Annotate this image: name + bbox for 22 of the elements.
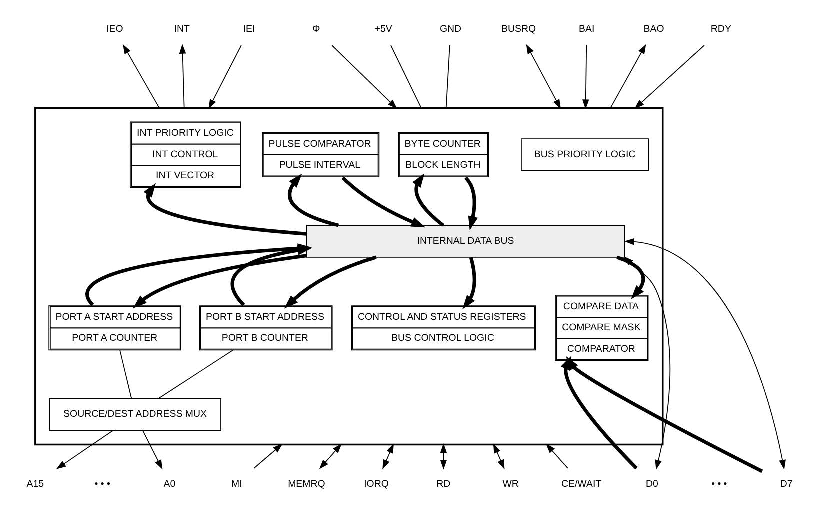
- label: • • •: [712, 479, 728, 490]
- node-text: BAI: [579, 24, 595, 35]
- node-text: RD: [436, 479, 451, 490]
- node-text: BUSRQ: [502, 24, 536, 35]
- node-text: MI: [232, 479, 242, 490]
- node-text: INT: [174, 24, 190, 35]
- node-text: D7: [780, 479, 793, 490]
- node-text: A0: [164, 479, 176, 490]
- node-text: +5V: [374, 24, 392, 35]
- node-text: Φ: [312, 24, 320, 35]
- node-text: A15: [26, 479, 44, 490]
- node-text: IEI: [243, 24, 256, 35]
- node-text: MEMRQ: [288, 479, 326, 490]
- node-text: D0: [646, 479, 658, 490]
- node-text: IORQ: [364, 479, 389, 490]
- node-text: WR: [502, 479, 519, 490]
- node-text: CE/WAIT: [561, 479, 602, 490]
- node-text: GND: [440, 24, 462, 35]
- node-text: BAO: [644, 24, 664, 35]
- node-text: RDY: [710, 24, 732, 35]
- label: • • •: [94, 479, 110, 490]
- node-text: IEO: [106, 24, 124, 35]
